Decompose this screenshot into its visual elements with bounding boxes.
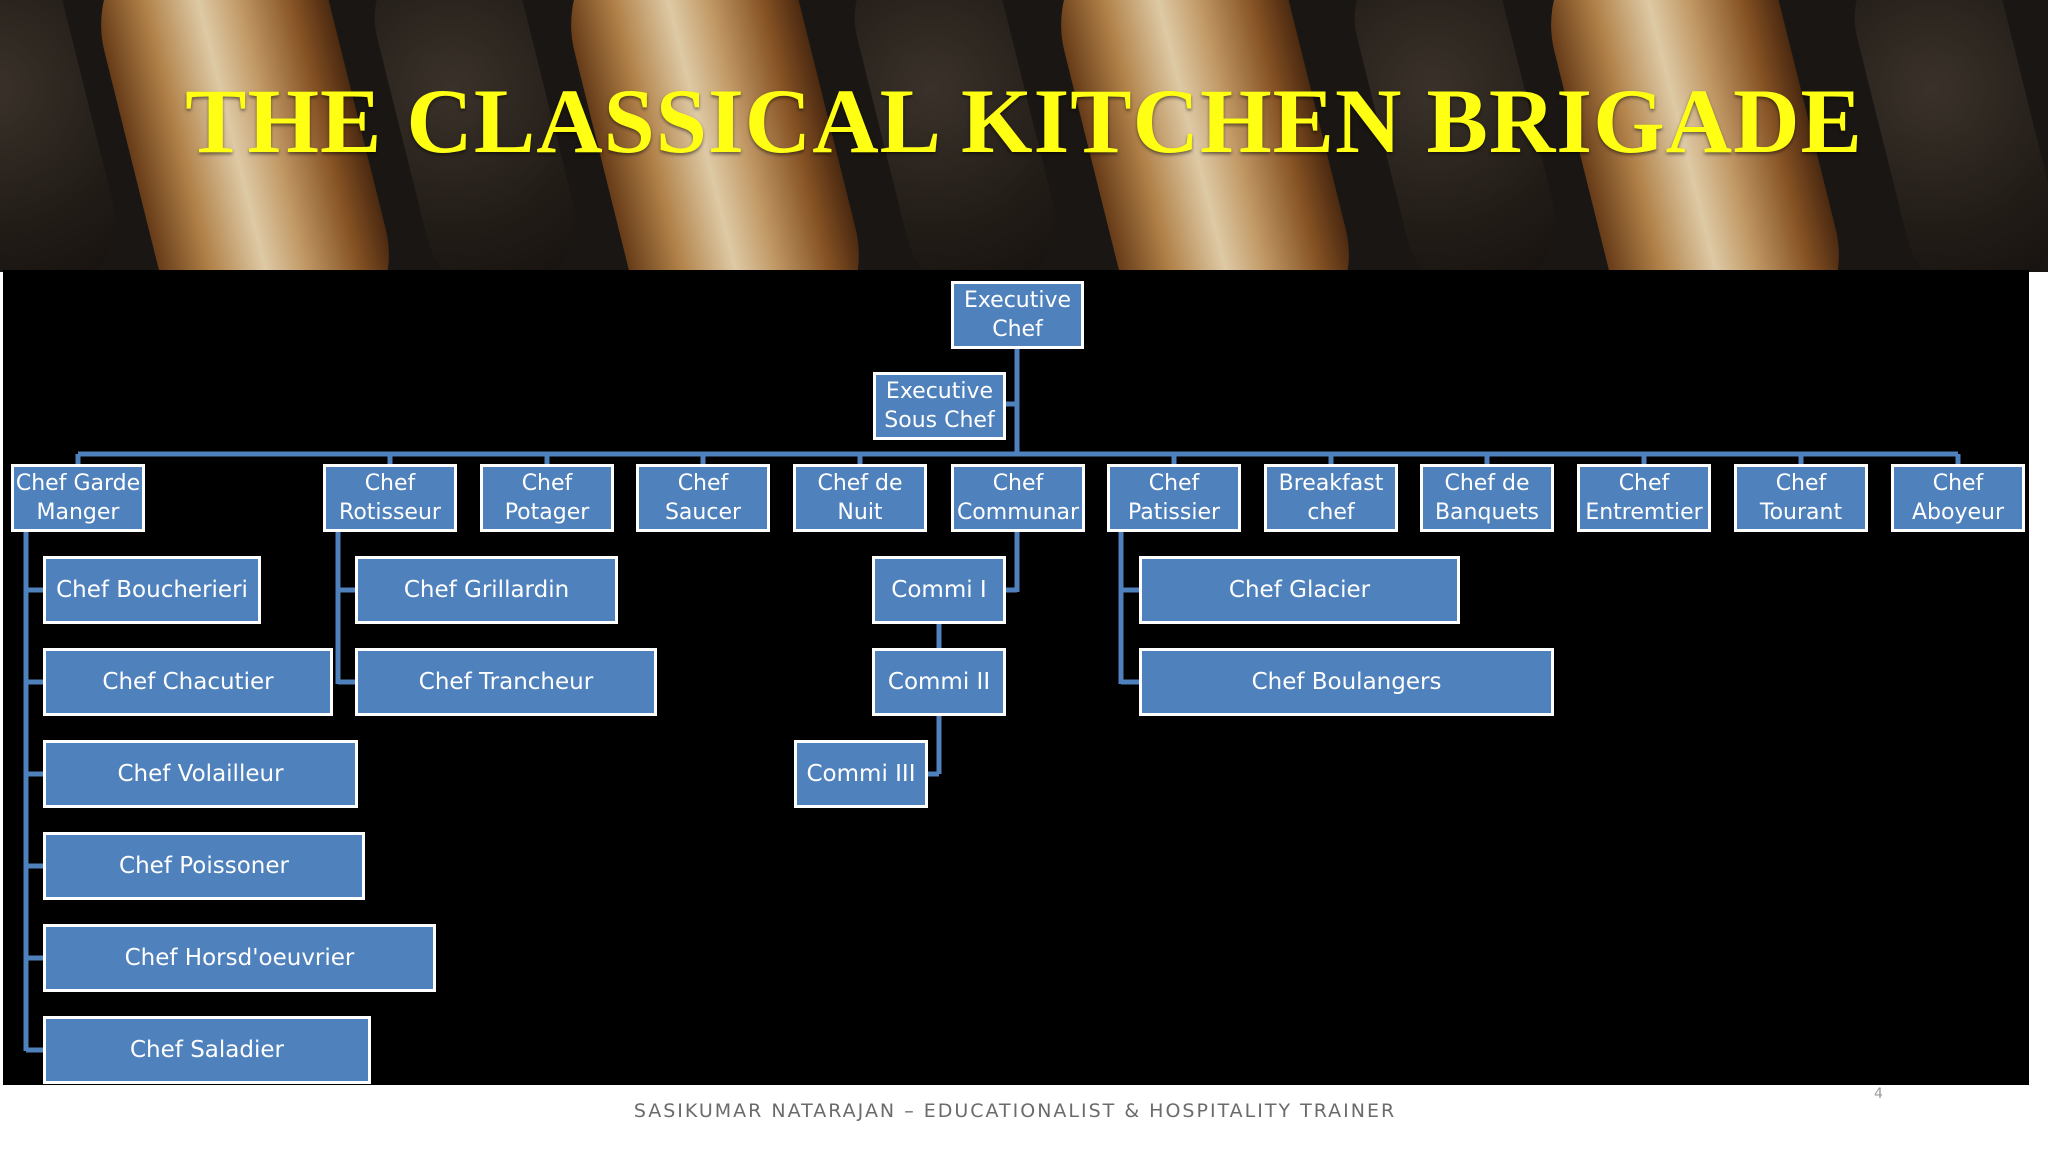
node-station: Chef Aboyeur — [1891, 464, 2025, 532]
node-station: Chef Entremtier — [1577, 464, 1711, 532]
node-communar-member: Commi III — [794, 740, 928, 808]
node-garde-manger-member: Chef Boucherieri — [43, 556, 261, 624]
node-station: Chef Garde Manger — [11, 464, 145, 532]
node-station: Chef de Banquets — [1420, 464, 1554, 532]
node-rotisseur-member: Chef Trancheur — [355, 648, 657, 716]
node-station: Chef Tourant — [1734, 464, 1868, 532]
node-executive-chef: Executive Chef — [951, 281, 1084, 349]
node-station: Breakfast chef — [1264, 464, 1398, 532]
node-garde-manger-member: Chef Horsd'oeuvrier — [43, 924, 436, 992]
node-garde-manger-member: Chef Chacutier — [43, 648, 333, 716]
node-station: Chef de Nuit — [793, 464, 927, 532]
node-communar-member: Commi II — [872, 648, 1006, 716]
slide-footer: SASIKUMAR NATARAJAN – EDUCATIONALIST & H… — [633, 1100, 1397, 1122]
node-communar-member: Commi I — [872, 556, 1006, 624]
node-station: Chef Patissier — [1107, 464, 1241, 532]
node-garde-manger-member: Chef Poissoner — [43, 832, 365, 900]
node-station: Chef Saucer — [636, 464, 770, 532]
node-patissier-member: Chef Glacier — [1139, 556, 1460, 624]
slide-title: THE CLASSICAL KITCHEN BRIGADE — [185, 70, 1863, 172]
node-station: Chef Communar — [951, 464, 1085, 532]
node-garde-manger-member: Chef Saladier — [43, 1016, 371, 1084]
node-garde-manger-member: Chef Volailleur — [43, 740, 358, 808]
node-station: Chef Potager — [480, 464, 614, 532]
node-executive-sous-chef: Executive Sous Chef — [873, 372, 1006, 440]
node-patissier-member: Chef Boulangers — [1139, 648, 1554, 716]
page-number: 4 — [1874, 1086, 1883, 1102]
node-station: Chef Rotisseur — [323, 464, 457, 532]
node-rotisseur-member: Chef Grillardin — [355, 556, 618, 624]
bread-banner — [0, 0, 2048, 272]
